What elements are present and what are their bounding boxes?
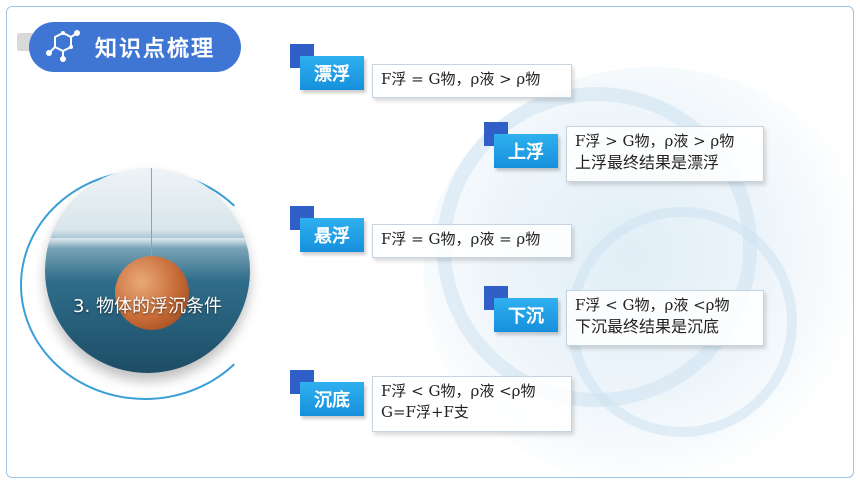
- condition-label: 上浮: [494, 134, 558, 168]
- condition-line: F浮 = G物，ρ液 = ρ物: [381, 230, 541, 248]
- condition-box-suspended: F浮 = G物，ρ液 = ρ物: [372, 224, 572, 258]
- condition-line: F浮 < G物，ρ液 <ρ物: [381, 382, 536, 400]
- condition-note: 下沉最终结果是沉底: [575, 317, 720, 336]
- condition-box-floating: F浮 = G物，ρ液 > ρ物: [372, 64, 572, 98]
- string-line: [151, 168, 152, 266]
- condition-box-rising: F浮 > G物，ρ液 > ρ物 上浮最终结果是漂浮: [566, 126, 764, 182]
- condition-label: 悬浮: [300, 218, 364, 252]
- page-title: 知识点梳理: [95, 37, 216, 62]
- condition-line: F浮 > G物，ρ液 > ρ物: [575, 132, 735, 150]
- molecule-icon: [46, 30, 80, 62]
- condition-line: F浮 = G物，ρ液 > ρ物: [381, 70, 541, 88]
- topic-image: 3. 物体的浮沉条件: [45, 168, 250, 373]
- condition-box-bottom: F浮 < G物，ρ液 <ρ物 G=F浮+F支: [372, 376, 572, 432]
- water-surface: [45, 238, 250, 248]
- condition-label: 下沉: [494, 298, 558, 332]
- condition-label: 沉底: [300, 382, 364, 416]
- topic-caption: 3. 物体的浮沉条件: [73, 296, 222, 317]
- condition-box-sinking: F浮 < G物，ρ液 <ρ物 下沉最终结果是沉底: [566, 290, 764, 346]
- condition-line: F浮 < G物，ρ液 <ρ物: [575, 296, 730, 314]
- condition-line: G=F浮+F支: [381, 403, 469, 421]
- condition-note: 上浮最终结果是漂浮: [575, 153, 720, 172]
- egg-ball: [115, 256, 189, 330]
- title-pill: 知识点梳理: [29, 22, 241, 72]
- condition-label: 漂浮: [300, 56, 364, 90]
